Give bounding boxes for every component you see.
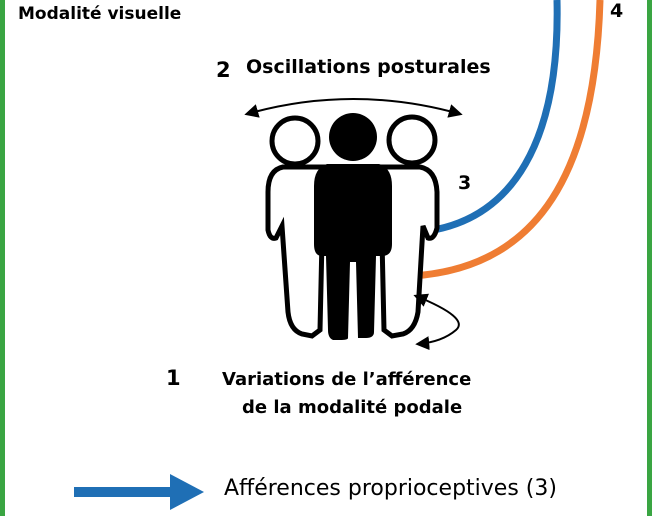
diagram-title: Modalité visuelle <box>18 4 182 24</box>
label-number-4: 4 <box>610 0 624 22</box>
blue-curve <box>404 0 561 237</box>
legend-proprioceptive-label: Afférences proprioceptives (3) <box>224 476 557 501</box>
left-ghost-figure <box>265 115 328 339</box>
foot-variation-arrow <box>413 293 460 351</box>
label-variations-line2: de la modalité podale <box>242 397 463 418</box>
label-variations-line1: Variations de l’afférence <box>222 369 472 390</box>
right-ghost-figure <box>375 114 440 339</box>
label-number-3: 3 <box>458 172 472 194</box>
orange-curve <box>411 0 604 280</box>
legend-arrow-shaft <box>74 487 174 497</box>
legend-arrow-head <box>170 474 204 510</box>
label-number-2: 2 <box>216 58 231 82</box>
frame-border-left <box>0 0 5 516</box>
frame-border-right <box>647 0 652 516</box>
label-number-1: 1 <box>166 366 181 390</box>
center-person-figure <box>314 113 392 340</box>
label-oscillations: Oscillations posturales <box>246 56 491 78</box>
oscillation-arrow <box>244 98 463 118</box>
